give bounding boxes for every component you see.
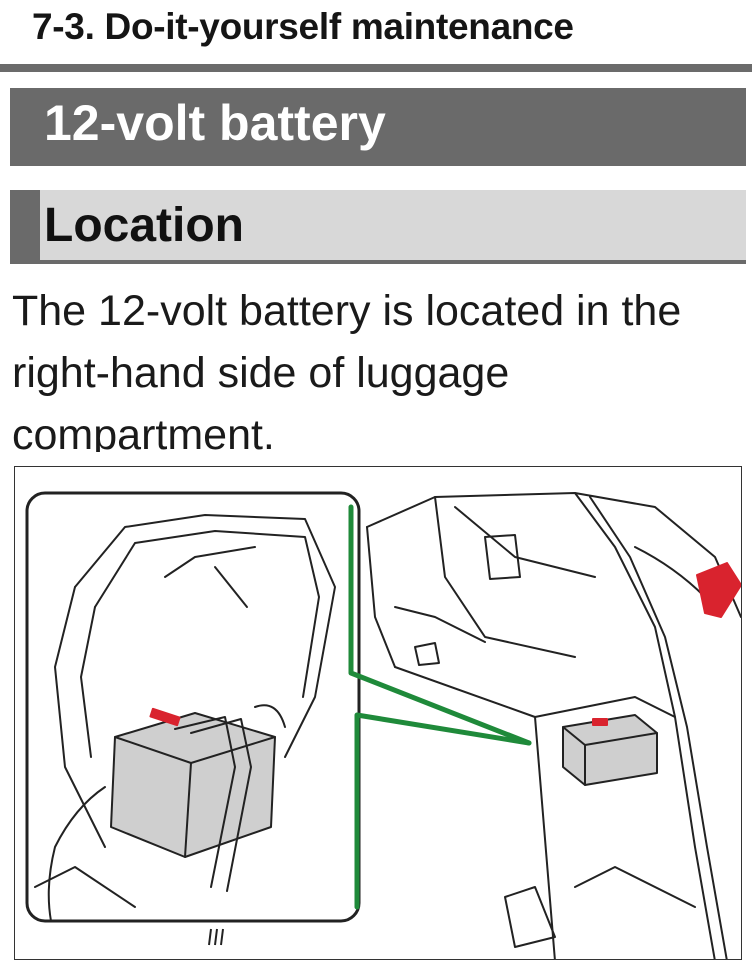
chapter-title: 7-3. Do-it-yourself maintenance: [32, 6, 574, 47]
section-accent: [10, 190, 40, 264]
chapter-header: 7-3. Do-it-yourself maintenance: [0, 0, 752, 60]
location-description: The 12-volt battery is located in the ri…: [12, 287, 682, 452]
section-heading-bar: Location: [10, 190, 746, 264]
page-title: 12-volt battery: [44, 95, 386, 151]
page-title-bar: 12-volt battery: [10, 88, 746, 166]
chapter-divider: [0, 64, 752, 72]
luggage-compartment-battery-illustration: [25, 491, 741, 959]
section-underline: [40, 260, 746, 264]
battery-location-figure: [14, 466, 742, 960]
section-title: Location: [44, 199, 244, 252]
